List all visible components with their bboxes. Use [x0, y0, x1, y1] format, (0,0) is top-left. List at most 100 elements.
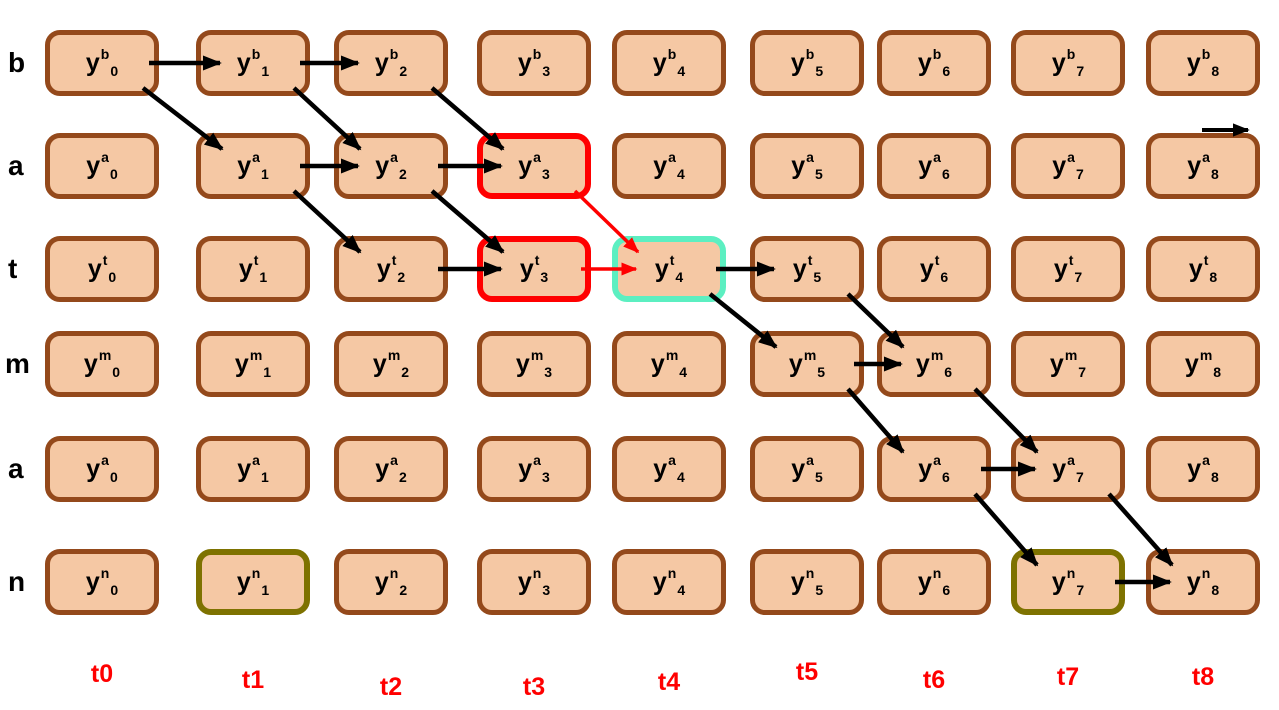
- node-base-symbol: y: [374, 567, 389, 596]
- node-subscript: 5: [815, 582, 824, 598]
- time-label-t5: t5: [795, 658, 819, 686]
- node-subscript: 8: [1211, 63, 1220, 79]
- time-label-t6: t6: [922, 666, 946, 694]
- node-subscript: 6: [944, 364, 953, 380]
- node-base-symbol: y: [234, 349, 249, 378]
- node-subscript: 1: [259, 269, 268, 285]
- node-superscript: n: [932, 565, 942, 581]
- node-superscript: b: [532, 46, 542, 62]
- node-subscript: 5: [814, 166, 823, 182]
- node-base-symbol: y: [376, 254, 391, 283]
- node-subscript: 4: [677, 582, 686, 598]
- node-superscript: t: [807, 252, 813, 268]
- node-subscript: 3: [540, 269, 549, 285]
- node-superscript: t: [253, 252, 259, 268]
- node-base-symbol: y: [374, 48, 389, 77]
- node-base-symbol: y: [87, 254, 102, 283]
- node-superscript: b: [1201, 46, 1211, 62]
- node-subscript: 6: [941, 469, 950, 485]
- node-subscript: 2: [399, 63, 408, 79]
- node-base-symbol: y: [917, 567, 932, 596]
- node-superscript: n: [1201, 565, 1211, 581]
- node-subscript: 3: [542, 582, 551, 598]
- node-base-symbol: y: [238, 254, 253, 283]
- row-label-m-r3: m: [5, 348, 30, 379]
- node-base-symbol: y: [650, 349, 665, 378]
- node-base-symbol: y: [86, 151, 101, 180]
- node-base-symbol: y: [918, 151, 933, 180]
- node-superscript: n: [251, 565, 261, 581]
- node-subscript: 2: [398, 469, 407, 485]
- node-superscript: b: [667, 46, 677, 62]
- node-superscript: a: [252, 149, 260, 165]
- node-superscript: a: [668, 149, 676, 165]
- node-superscript: a: [1067, 149, 1075, 165]
- node-subscript: 4: [679, 364, 688, 380]
- node-superscript: m: [249, 347, 263, 363]
- node-superscript: m: [1064, 347, 1078, 363]
- node-superscript: a: [1202, 452, 1210, 468]
- node-superscript: n: [667, 565, 677, 581]
- node-base-symbol: y: [792, 254, 807, 283]
- node-base-symbol: y: [1186, 48, 1201, 77]
- row-label-a-r4: a: [8, 453, 24, 484]
- node-subscript: 4: [676, 469, 685, 485]
- node-superscript: a: [533, 149, 541, 165]
- time-label-t3: t3: [522, 673, 546, 701]
- node-subscript: 6: [940, 269, 949, 285]
- time-label-t4: t4: [657, 668, 681, 696]
- node-base-symbol: y: [915, 349, 930, 378]
- node-base-symbol: y: [517, 567, 532, 596]
- node-base-symbol: y: [1186, 567, 1201, 596]
- node-superscript: a: [533, 452, 541, 468]
- node-subscript: 7: [1074, 269, 1083, 285]
- node-superscript: a: [933, 452, 941, 468]
- node-base-symbol: y: [375, 454, 390, 483]
- node-base-symbol: y: [919, 254, 934, 283]
- node-superscript: t: [934, 252, 940, 268]
- node-superscript: a: [933, 149, 941, 165]
- node-subscript: 2: [399, 582, 408, 598]
- node-subscript: 3: [544, 364, 553, 380]
- node-base-symbol: y: [518, 454, 533, 483]
- node-subscript: 2: [398, 166, 407, 182]
- node-subscript: 3: [541, 469, 550, 485]
- node-base-symbol: y: [1187, 454, 1202, 483]
- node-base-symbol: y: [372, 349, 387, 378]
- node-superscript: m: [1199, 347, 1213, 363]
- node-base-symbol: y: [1052, 454, 1067, 483]
- node-superscript: b: [932, 46, 942, 62]
- node-base-symbol: y: [790, 567, 805, 596]
- node-base-symbol: y: [1049, 349, 1064, 378]
- node-subscript: 1: [260, 469, 269, 485]
- row-label-t-r2: t: [8, 253, 18, 284]
- node-base-symbol: y: [790, 48, 805, 77]
- node-base-symbol: y: [1188, 254, 1203, 283]
- node-base-symbol: y: [85, 567, 100, 596]
- node-base-symbol: y: [86, 454, 101, 483]
- node-superscript: a: [1067, 452, 1075, 468]
- node-superscript: n: [1066, 565, 1076, 581]
- node-subscript: 4: [677, 63, 686, 79]
